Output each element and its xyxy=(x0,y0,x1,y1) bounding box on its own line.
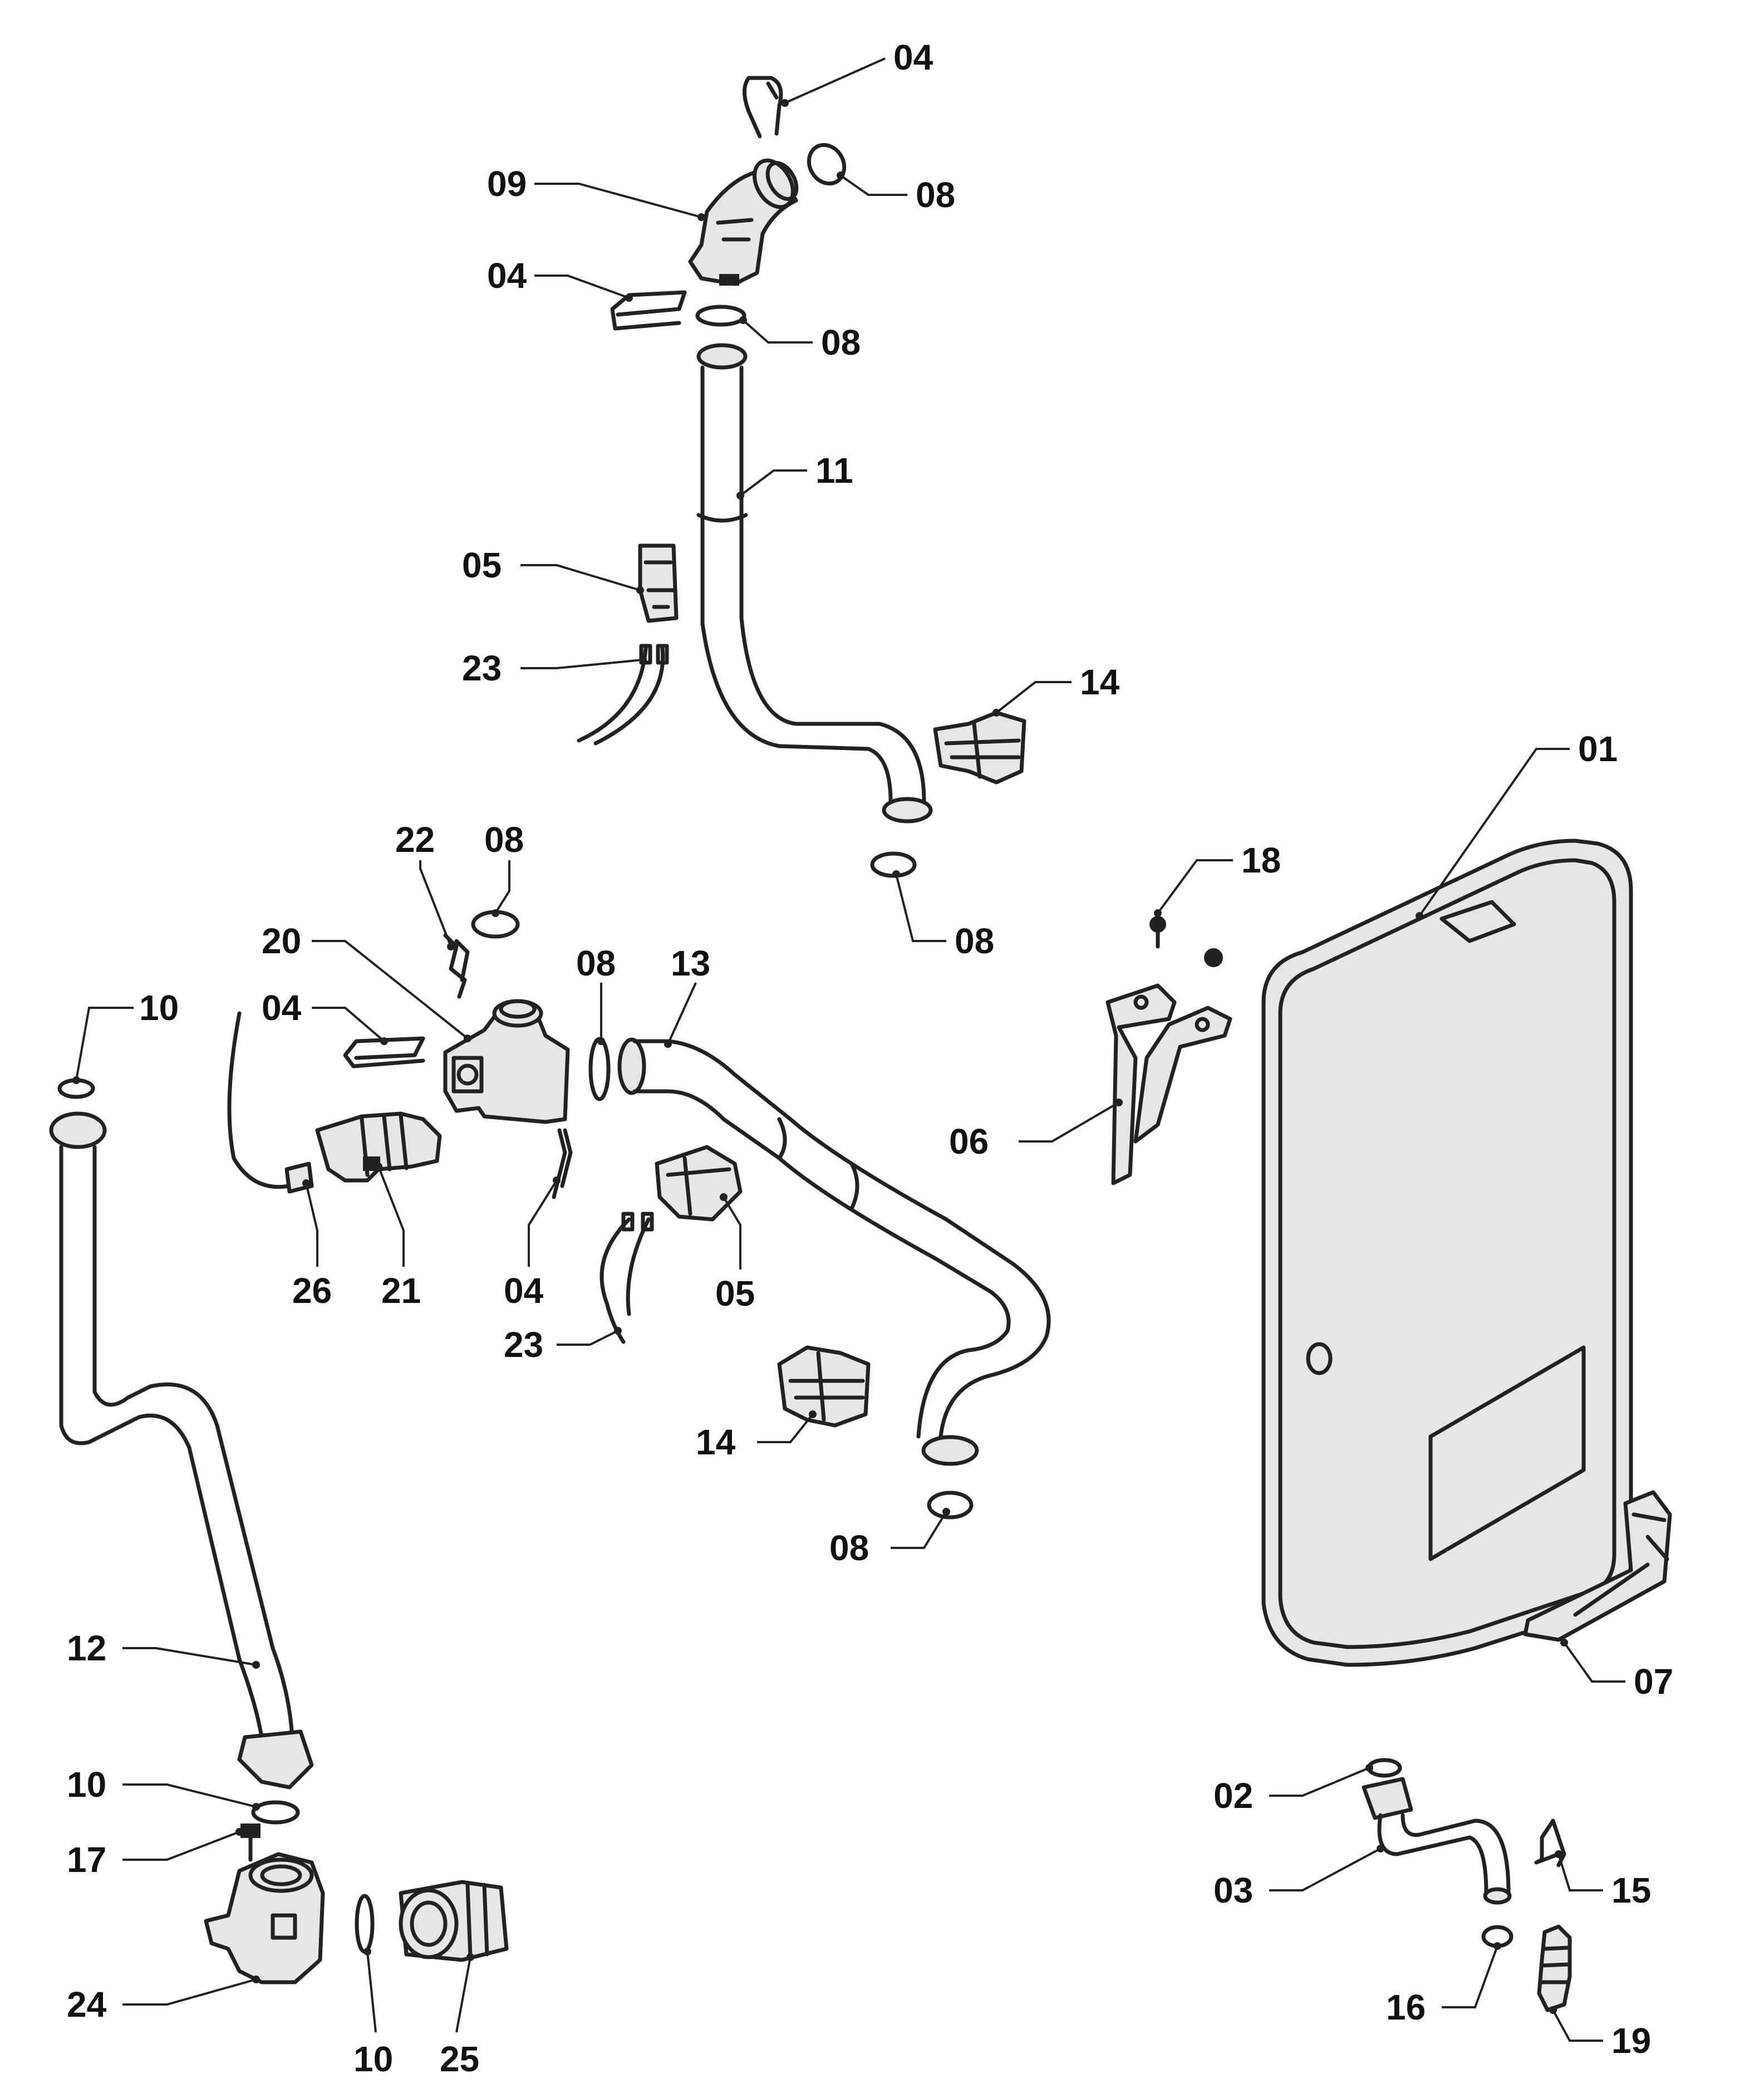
callout-20: 20 xyxy=(262,921,301,961)
part-clip-04-b xyxy=(610,290,687,331)
callout-08: 08 xyxy=(916,175,955,215)
part-bracket-06 xyxy=(1105,983,1232,1185)
callout-07: 07 xyxy=(1634,1661,1673,1702)
part-oring-08-a xyxy=(807,143,847,186)
part-wire-26 xyxy=(227,1011,314,1194)
part-oring-08-b xyxy=(695,305,746,327)
callout-04: 04 xyxy=(504,1271,544,1311)
callout-08: 08 xyxy=(821,322,861,362)
callout-08: 08 xyxy=(576,943,616,983)
callout-02: 02 xyxy=(1213,1776,1253,1816)
callout-10: 10 xyxy=(353,2039,393,2079)
callout-06: 06 xyxy=(949,1121,989,1161)
callout-21: 21 xyxy=(381,1271,421,1311)
part-valve-19 xyxy=(1537,1924,1572,2012)
callout-03: 03 xyxy=(1213,1870,1253,1910)
part-nut-fitting-25 xyxy=(399,1880,509,1962)
callout-11: 11 xyxy=(815,450,853,491)
callout-05: 05 xyxy=(715,1273,755,1313)
part-screw-17 xyxy=(240,1824,261,1862)
part-sensor-clip-05-a xyxy=(638,543,679,623)
callout-13: 13 xyxy=(671,943,710,983)
part-clip-04-c xyxy=(343,1036,425,1068)
callout-01: 01 xyxy=(1578,729,1618,769)
part-oring-08-f xyxy=(927,1491,974,1520)
callout-labels: 04 08 09 04 08 11 05 23 14 01 22 08 18 0… xyxy=(67,37,1673,2079)
part-clip-22 xyxy=(443,933,470,999)
part-wire-23-b xyxy=(600,1212,654,1344)
part-wire-23-a xyxy=(577,644,669,746)
part-expansion-vessel-01 xyxy=(1261,839,1633,1667)
callout-16: 16 xyxy=(1386,1987,1426,2027)
part-oring-10-c xyxy=(355,1894,375,1954)
callout-22: 22 xyxy=(395,820,435,860)
part-clip-04-top xyxy=(743,76,783,139)
callout-10: 10 xyxy=(67,1764,106,1805)
callout-04: 04 xyxy=(893,37,933,77)
callout-14: 14 xyxy=(696,1422,736,1462)
part-pipe-13 xyxy=(617,1037,1051,1466)
part-pressure-sensor-21 xyxy=(315,1111,442,1183)
part-washer-02 xyxy=(1367,1758,1402,1778)
part-valve-body-20 xyxy=(443,999,570,1124)
callout-08: 08 xyxy=(955,921,994,961)
callout-19: 19 xyxy=(1611,2021,1651,2061)
part-oring-08-e xyxy=(588,1037,611,1101)
callout-24: 24 xyxy=(67,1984,107,2025)
callout-10: 10 xyxy=(139,988,179,1028)
callout-12: 12 xyxy=(67,1628,106,1668)
part-bracket-14-b xyxy=(777,1345,871,1428)
part-pipe-03 xyxy=(1362,1777,1512,1905)
callout-15: 15 xyxy=(1611,1870,1651,1910)
callout-26: 26 xyxy=(292,1271,332,1311)
part-pipe-11 xyxy=(696,343,933,824)
part-elbow-09 xyxy=(688,158,799,286)
callout-23: 23 xyxy=(504,1325,543,1365)
callout-17: 17 xyxy=(67,1840,106,1880)
part-sensor-clip-05-b xyxy=(655,1145,743,1222)
callout-04: 04 xyxy=(262,988,302,1028)
callout-09: 09 xyxy=(487,164,527,204)
part-oring-10-b xyxy=(251,1800,300,1825)
part-screws-18 xyxy=(1149,916,1223,967)
callout-08: 08 xyxy=(484,820,524,860)
callout-14: 14 xyxy=(1080,662,1120,702)
part-valve-24 xyxy=(204,1852,325,1984)
part-clip-04-d xyxy=(552,1128,573,1199)
callout-08: 08 xyxy=(829,1528,869,1568)
leader-lines xyxy=(72,57,1625,2042)
callout-05: 05 xyxy=(462,545,502,585)
callout-04: 04 xyxy=(487,256,527,296)
callout-23: 23 xyxy=(462,648,502,688)
part-bracket-07 xyxy=(1523,1490,1672,1642)
callout-18: 18 xyxy=(1241,840,1281,880)
part-bracket-14-a xyxy=(933,710,1026,785)
part-pipe-12 xyxy=(49,1111,314,1790)
callout-25: 25 xyxy=(440,2039,479,2079)
